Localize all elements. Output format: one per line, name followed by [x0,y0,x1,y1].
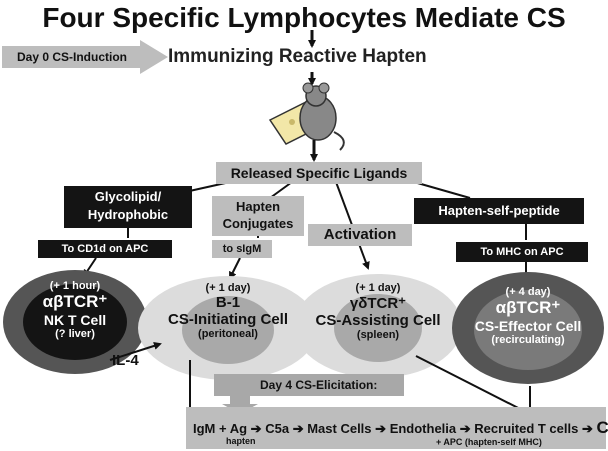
nkt-site: (? liver) [55,328,95,340]
effector-time: (+ 4 day) [505,286,551,298]
nkt-tcr: αβTCR⁺ [42,292,108,311]
b1-name1: B-1 [215,294,241,311]
nkt-cell-nucleus [23,284,127,360]
chain-cs: CS [596,418,608,437]
mouse-cheese-icon [268,82,345,151]
chain-arrow-5: ➔ [581,421,593,436]
effector-site: (recirculating) [491,334,565,346]
elicitation-bar [186,407,606,449]
gd-site: (spleen) [356,329,400,341]
glycolipid-box: Glycolipid/ Hydrophobic [64,186,192,228]
il4-label: IL-4 [112,352,139,369]
b1-site: (peritoneal) [198,328,258,340]
gd-cell-nucleus [334,294,422,362]
chain-mast: Mast Cells [307,421,372,436]
chain-apc: + APC (hapten-self MHC) [436,437,542,447]
chain-endo: Endothelia [389,421,457,436]
chain-hapten: hapten [226,436,256,446]
chain-arrow-1: ➔ [250,421,262,436]
day4-box [214,374,404,396]
gd-time: (+ 1 day) [355,282,401,294]
elicitation-chain: IgM + Ag ➔ C5a ➔ Mast Cells ➔ Endothelia… [193,418,608,438]
effector-cell-nucleus [474,290,582,370]
gd-tcr: γδTCR⁺ [349,295,407,312]
chain-recruited: Recruited T cells [474,421,579,436]
hapten-conjugates-line1: Hapten [235,199,281,214]
nkt-cell: (+ 1 hour) αβTCR⁺ NK T Cell (? liver) [10,280,140,340]
hapten-self-peptide-box: Hapten-self-peptide [414,198,584,224]
chain-arrow-2: ➔ [292,421,304,436]
effector-cell: (+ 4 day) αβTCR⁺ CS-Effector Cell (recir… [452,286,604,346]
b1-cell-nucleus [182,296,274,364]
il4-arrow [109,342,162,361]
chain-arrow-4: ➔ [459,421,471,436]
hapten-conjugates-line2: Conjugates [222,216,294,231]
released-ligands-box: Released Specific Ligands [216,162,422,184]
mhc-box: To MHC on APC [456,242,588,262]
effector-name: CS-Effector Cell [474,318,582,334]
day0-label: Day 0 CS-Induction [16,50,127,64]
sigm-box: to sIgM [212,240,272,258]
gd-cell: (+ 1 day) γδTCR⁺ CS-Assisting Cell (sple… [298,282,458,341]
chain-c5a: C5a [265,421,290,436]
b1-name2: CS-Initiating Cell [168,311,288,328]
diagram-title: Four Specific Lymphocytes Mediate CS [42,2,566,33]
nkt-time: (+ 1 hour) [49,280,101,292]
hapten-conjugates-box: Hapten Conjugates [212,196,304,236]
b1-time: (+ 1 day) [205,282,251,294]
activation-box: Activation [308,224,412,246]
nkt-name: NK T Cell [43,312,107,328]
gd-name: CS-Assisting Cell [315,312,441,329]
glycolipid-line2: Hydrophobic [87,207,169,222]
effector-tcr: αβTCR⁺ [495,298,561,317]
glycolipid-line1: Glycolipid/ [94,189,162,204]
cd1d-box: To CD1d on APC [38,240,172,258]
b1-cell: (+ 1 day) B-1 CS-Initiating Cell (perito… [148,282,308,340]
chain-arrow-3: ➔ [375,421,387,436]
day0-arrow [2,40,168,74]
day4-label: Day 4 CS-Elicitation: [260,378,378,392]
immunizing-heading: Immunizing Reactive Hapten [168,46,427,67]
chain-igm: IgM + Ag [193,421,248,436]
